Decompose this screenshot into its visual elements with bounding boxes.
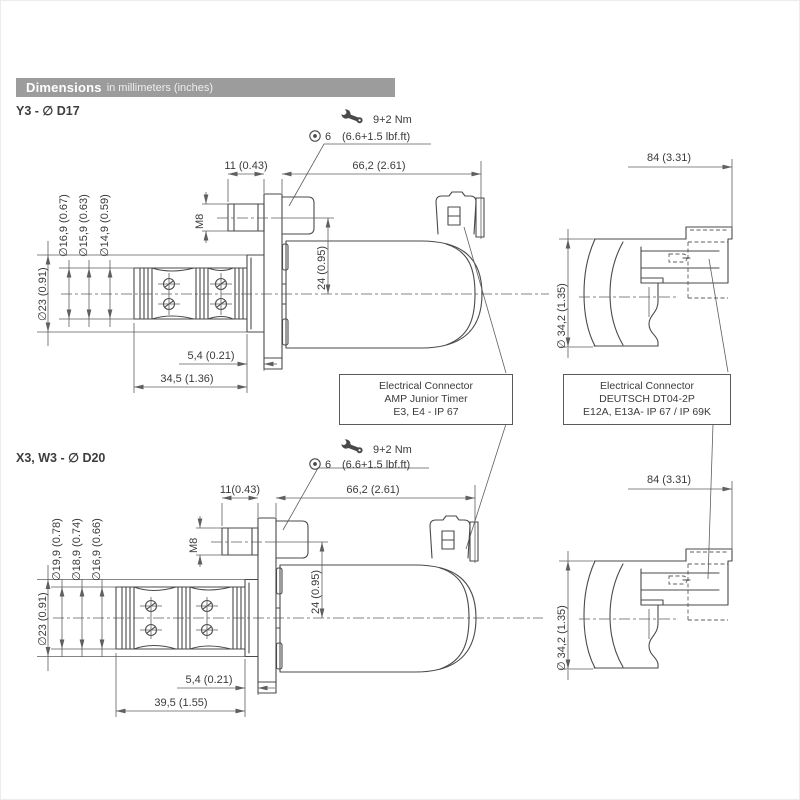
- header-subtitle: in millimeters (inches): [106, 81, 214, 94]
- dim-inner-dia: ∅14,9 (0.59): [99, 194, 111, 257]
- side-view-top: 84 (3.31) ∅ 34,2 (1.35): [556, 152, 733, 580]
- dim-height: 24 (0.95): [316, 246, 328, 290]
- torque-seal-icon: [309, 458, 321, 470]
- dim-inner-dia: ∅16,9 (0.66): [91, 518, 103, 581]
- dim-outer-dia: ∅19,9 (0.78): [51, 518, 63, 581]
- torque-value-alt: (6.6+1.5 lbf.ft): [342, 131, 410, 143]
- drawing-y3: ∅23 (0.91) ∅16,9 (0.67) ∅15,9 (0.63) ∅14…: [37, 107, 549, 550]
- connector-box-line: E12A, E13A- IP 67 / IP 69K: [582, 406, 712, 418]
- drawing-x3: ∅23 (0.91) ∅19,9 (0.78) ∅18,9 (0.74) ∅16…: [37, 437, 543, 717]
- dim-cartridge-length: 34,5 (1.36): [160, 373, 213, 385]
- cartridge-y3: [133, 254, 265, 333]
- dim-thread: M8: [194, 214, 206, 229]
- dim-shoulder-offset: 5,4 (0.21): [185, 674, 232, 686]
- torque-annotation-y3: 6 9+2 Nm (6.6+1.5 lbf.ft): [288, 107, 431, 207]
- dim-shoulder-offset: 5,4 (0.21): [187, 350, 234, 362]
- dim-stud-length: 11(0.43): [220, 484, 260, 496]
- dim-side-length: 84 (3.31): [647, 474, 691, 486]
- connector-box-line: DEUTSCH DT04-2P: [599, 393, 695, 405]
- dim-mid-dia: ∅18,9 (0.74): [71, 518, 83, 581]
- connector-box-line: Electrical Connector: [600, 380, 694, 392]
- hex-size: 6: [325, 459, 331, 471]
- dim-thread: M8: [188, 538, 200, 553]
- header-title: Dimensions: [26, 80, 102, 95]
- dim-stud-length: 11 (0.43): [224, 160, 267, 172]
- torque-annotation-x3: 6 9+2 Nm (6.6+1.5 lbf.ft): [282, 437, 429, 531]
- connector-box-amp: Electrical Connector AMP Junior Timer E3…: [339, 374, 513, 425]
- connector-box-line: AMP Junior Timer: [384, 393, 468, 405]
- dim-body-length: 66,2 (2.61): [346, 484, 399, 496]
- section-label-y3: Y3 - ∅ D17: [16, 104, 80, 118]
- torque-seal-icon: [309, 130, 321, 142]
- torque-value: 9+2 Nm: [373, 444, 412, 456]
- dim-side-length: 84 (3.31): [647, 152, 691, 164]
- dim-cartridge-length: 39,5 (1.55): [154, 697, 207, 709]
- cartridge-x3: [115, 578, 259, 658]
- connector-box-line: E3, E4 - IP 67: [393, 406, 459, 418]
- hex-size: 6: [325, 131, 331, 143]
- torque-value: 9+2 Nm: [373, 114, 412, 126]
- wrench-icon: [338, 107, 365, 126]
- dim-outer-dia: ∅16,9 (0.67): [58, 194, 70, 257]
- wrench-icon: [338, 437, 365, 456]
- section-label-x3: X3, W3 - ∅ D20: [16, 451, 106, 465]
- dim-side-dia: ∅ 34,2 (1.35): [556, 283, 568, 349]
- dim-body-length: 66,2 (2.61): [352, 160, 405, 172]
- dim-height: 24 (0.95): [310, 570, 322, 614]
- dim-mid-dia: ∅15,9 (0.63): [78, 194, 90, 257]
- dim-side-dia: ∅ 34,2 (1.35): [556, 605, 568, 671]
- side-view-bottom: 84 (3.31) ∅ 34,2 (1.35): [556, 474, 733, 680]
- torque-value-alt: (6.6+1.5 lbf.ft): [342, 459, 410, 471]
- dim-shoulder-dia: ∅23 (0.91): [37, 267, 49, 321]
- dimensions-header: Dimensions in millimeters (inches): [16, 78, 395, 97]
- connector-box-deutsch: Electrical Connector DEUTSCH DT04-2P E12…: [563, 374, 731, 425]
- connector-box-line: Electrical Connector: [379, 380, 473, 392]
- dim-shoulder-dia: ∅23 (0.91): [37, 592, 49, 646]
